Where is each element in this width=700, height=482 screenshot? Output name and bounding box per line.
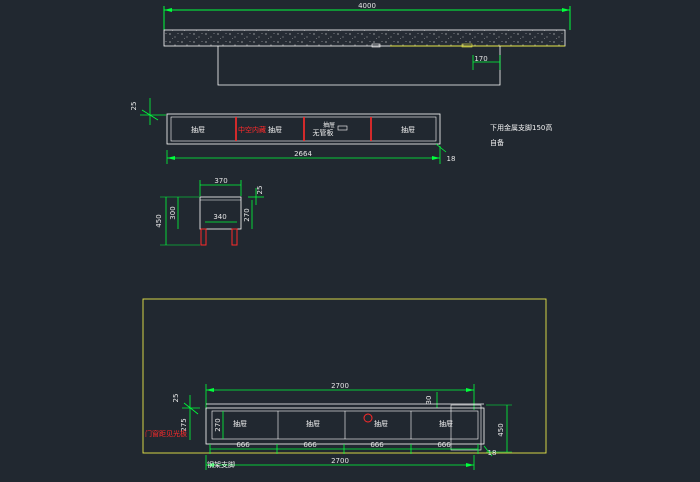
top-view: 4000 170	[163, 2, 571, 86]
side-view: 370 25 340 450 300 270	[155, 177, 264, 246]
plan-cabinet-outer	[205, 407, 485, 445]
front-outer-box	[166, 113, 441, 145]
plan-section-1: 666	[236, 441, 250, 449]
offset-label: 170	[474, 55, 487, 63]
countertop-slab	[163, 29, 566, 47]
cabinet-outline-top	[217, 46, 501, 86]
plan-drawer-4: 抽屉	[439, 419, 453, 428]
plan-drawer-3: 抽屉	[374, 419, 388, 428]
plan-right-gap: 30	[425, 396, 433, 405]
front-right-dim: 18	[447, 155, 456, 163]
front-left-dim: 25	[130, 102, 138, 111]
plan-red-note: 门窗距见光板	[145, 429, 187, 438]
front-drawer-2: 抽屉	[268, 125, 282, 134]
plan-view: 2700 30 25 275 270 抽屉 抽屉 抽屉 抽屉 666 666 6…	[142, 298, 547, 470]
front-drawer-3: 抽屉	[323, 121, 335, 129]
side-height-270: 270	[243, 208, 251, 221]
note-line-2: 自备	[490, 138, 504, 147]
side-top-width: 370	[214, 177, 227, 185]
note-line-1: 下用金属支脚150高	[490, 123, 552, 132]
side-overall-height: 450	[155, 214, 163, 227]
plan-bottom-width: 2700	[331, 457, 349, 465]
side-inner-width: 340	[213, 213, 226, 221]
room-outline	[142, 298, 547, 454]
front-width-label: 2664	[294, 150, 312, 158]
front-red-note: 中空内藏	[238, 125, 266, 134]
top-width-label: 4000	[358, 2, 376, 10]
front-drawer-4: 抽屉	[401, 125, 415, 134]
plan-left-height: 275	[180, 418, 188, 431]
plan-right-height: 450	[497, 423, 505, 436]
side-box	[199, 196, 242, 230]
plan-drawer-2: 抽屉	[306, 419, 320, 428]
plan-top-width: 2700	[331, 382, 349, 390]
plan-socket-marker	[363, 413, 373, 423]
front-view: 25 抽屉 中空内藏 抽屉 抽屉 无管板 抽屉 2664 18 下用金属支脚15…	[130, 98, 552, 164]
side-body-height: 300	[169, 206, 177, 219]
plan-drawer-1: 抽屉	[233, 419, 247, 428]
plan-section-2: 666	[303, 441, 317, 449]
plan-left-dim: 25	[172, 394, 180, 403]
plan-section-4: 666	[437, 441, 451, 449]
side-top-thickness: 25	[256, 186, 264, 195]
front-drawer-1: 抽屉	[191, 125, 205, 134]
plan-foot-note: 钢架支脚	[207, 460, 235, 469]
plan-right-small: 18	[488, 449, 497, 457]
plan-inner-height: 270	[214, 418, 222, 431]
plan-section-3: 666	[370, 441, 384, 449]
front-socket-note: 无管板	[313, 128, 334, 137]
